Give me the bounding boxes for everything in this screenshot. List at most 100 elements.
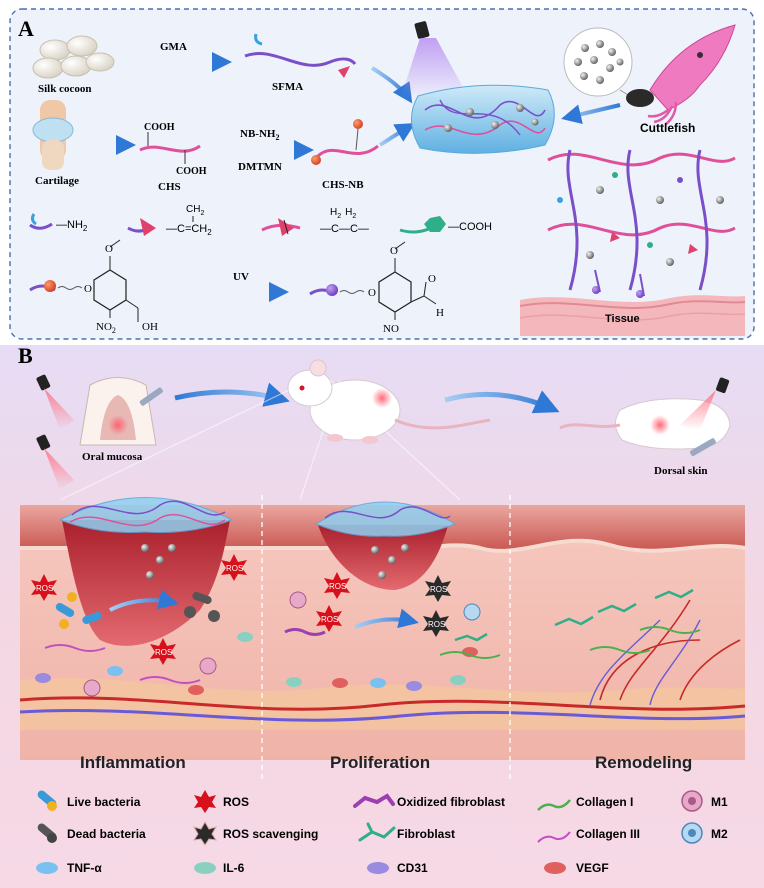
vegf-icon xyxy=(544,862,566,874)
oral-mucosa-label: Oral mucosa xyxy=(82,451,143,463)
nb-molecule-before: O O NO2 OH xyxy=(29,239,158,335)
legend-label-2: Oxidized fibroblast xyxy=(397,795,505,809)
legend-cooh: —COOH xyxy=(399,216,492,234)
chs-chain xyxy=(139,144,201,153)
dorsal-rat-icon xyxy=(559,377,731,456)
chs-cooh-top: COOH xyxy=(144,122,175,133)
svg-text:—COOH: —COOH xyxy=(448,221,492,233)
dead-bacteria-icon xyxy=(37,823,57,843)
cuttlefish-label: Cuttlefish xyxy=(640,121,695,135)
nb-molecule-after: O O NO O H xyxy=(309,241,444,335)
collagen-i-icon xyxy=(537,799,571,811)
svg-text:ROS: ROS xyxy=(321,615,338,624)
legend-label-9: M2 xyxy=(711,827,728,841)
tissue-label: Tissue xyxy=(605,313,640,325)
svg-text:ROS: ROS xyxy=(36,584,53,593)
m2-cell-icon xyxy=(681,822,703,844)
legend-label-13: VEGF xyxy=(576,861,609,875)
svg-text:—C=CH2: —C=CH2 xyxy=(166,223,212,237)
arrow-to-dorsal xyxy=(444,390,560,414)
stage-label-proliferation: Proliferation xyxy=(330,753,430,772)
ros-scavenging-icon xyxy=(192,820,218,846)
nb-nh2-label: NB-NH2 xyxy=(240,128,279,142)
live-bacteria-icon xyxy=(37,790,57,811)
legend-label-7: Fibroblast xyxy=(397,827,455,841)
proliferation-wound xyxy=(314,501,457,590)
legend-label-6: ROS scavenging xyxy=(223,827,318,841)
svg-text:O: O xyxy=(368,287,376,299)
legend-label-12: CD31 xyxy=(397,861,428,875)
svg-text:—NH2: —NH2 xyxy=(56,219,88,233)
sfma-label: SFMA xyxy=(272,81,303,93)
panel-b: B Oral mucosa xyxy=(0,343,764,888)
stage-label-remodeling: Remodeling xyxy=(595,753,692,772)
projection-lines xyxy=(59,379,461,501)
panel-a-frame xyxy=(9,8,755,340)
svg-text:CH2: CH2 xyxy=(186,204,204,217)
svg-text:O: O xyxy=(428,273,436,285)
svg-text:NO2: NO2 xyxy=(96,321,116,335)
dmtmn-label: DMTMN xyxy=(238,161,282,173)
legend-label-4: M1 xyxy=(711,795,728,809)
svg-text:O: O xyxy=(105,243,113,255)
chsnb-to-gel-arrow xyxy=(378,122,416,147)
svg-text:ROS: ROS xyxy=(226,564,243,573)
cd31-icon xyxy=(367,862,389,874)
silk-cocoon-label: Silk cocoon xyxy=(38,83,91,95)
m1-cell-icon xyxy=(681,790,703,812)
ros-burst-icons: ROS ROS ROS ROS ROS ROS ROS xyxy=(31,554,451,665)
hydrogel-block-icon xyxy=(411,84,555,154)
svg-text:ROS: ROS xyxy=(430,585,447,594)
rat-icon xyxy=(287,359,491,444)
cuttlefish-icon xyxy=(626,24,736,125)
legend-label-8: Collagen III xyxy=(576,827,640,841)
svg-text:—C—C—: —C—C— xyxy=(320,223,369,235)
panel-a-letter: A xyxy=(18,16,34,41)
chs-cooh-bottom: COOH xyxy=(176,166,207,177)
silk-cocoon-icon xyxy=(32,35,115,79)
svg-text:ROS: ROS xyxy=(428,620,445,629)
tissue-icon xyxy=(519,269,746,336)
fibroblast-icon xyxy=(358,822,396,842)
dorsal-skin-label: Dorsal skin xyxy=(654,465,708,477)
ink-to-gel-arrow xyxy=(561,103,621,124)
svg-text:NO: NO xyxy=(383,323,399,335)
oxidized-fibroblast-icon xyxy=(353,793,395,808)
bottom-legend: Live bacteria ROS Oxidized fibroblast Co… xyxy=(36,790,728,875)
legend-label-3: Collagen I xyxy=(576,795,633,809)
svg-text:ROS: ROS xyxy=(329,582,346,591)
stage-label-inflammation: Inflammation xyxy=(80,753,186,772)
chs-label: CHS xyxy=(158,181,181,193)
collagen-iii-icon xyxy=(537,831,571,843)
svg-text:O: O xyxy=(84,283,92,295)
chs-nb-chain-icon xyxy=(311,119,379,165)
wound-cells xyxy=(35,588,701,697)
svg-text:O: O xyxy=(390,245,398,257)
svg-text:H: H xyxy=(436,307,444,319)
panel-b-letter: B xyxy=(18,343,33,368)
uv-lamp-icon xyxy=(400,21,470,100)
legend-label-0: Live bacteria xyxy=(67,795,141,809)
hydrogel-network-icon xyxy=(547,149,736,291)
svg-text:ROS: ROS xyxy=(155,648,172,657)
legend-label-10: TNF-α xyxy=(67,861,102,875)
tnf-alpha-icon xyxy=(36,862,58,874)
oral-mucosa-icon xyxy=(36,374,163,490)
cartilage-label: Cartilage xyxy=(35,175,79,187)
gma-label: GMA xyxy=(160,41,187,53)
legend-label-1: ROS xyxy=(223,795,249,809)
legend-nh2: —NH2 xyxy=(29,213,88,233)
ros-burst-icon xyxy=(194,790,216,813)
panel-a: A Silk cocoon GMA SFMA Cartilage xyxy=(9,8,755,340)
sfma-chain-icon xyxy=(244,33,357,78)
legend-label-5: Dead bacteria xyxy=(67,827,146,841)
svg-text:OH: OH xyxy=(142,321,158,333)
legend-methacrylate: CH2 —C=CH2 xyxy=(127,204,212,237)
uv-label: UV xyxy=(233,271,249,283)
chs-nb-label: CHS-NB xyxy=(322,179,364,191)
cartilage-knee-icon xyxy=(32,100,74,170)
legend-label-11: IL-6 xyxy=(223,861,245,875)
